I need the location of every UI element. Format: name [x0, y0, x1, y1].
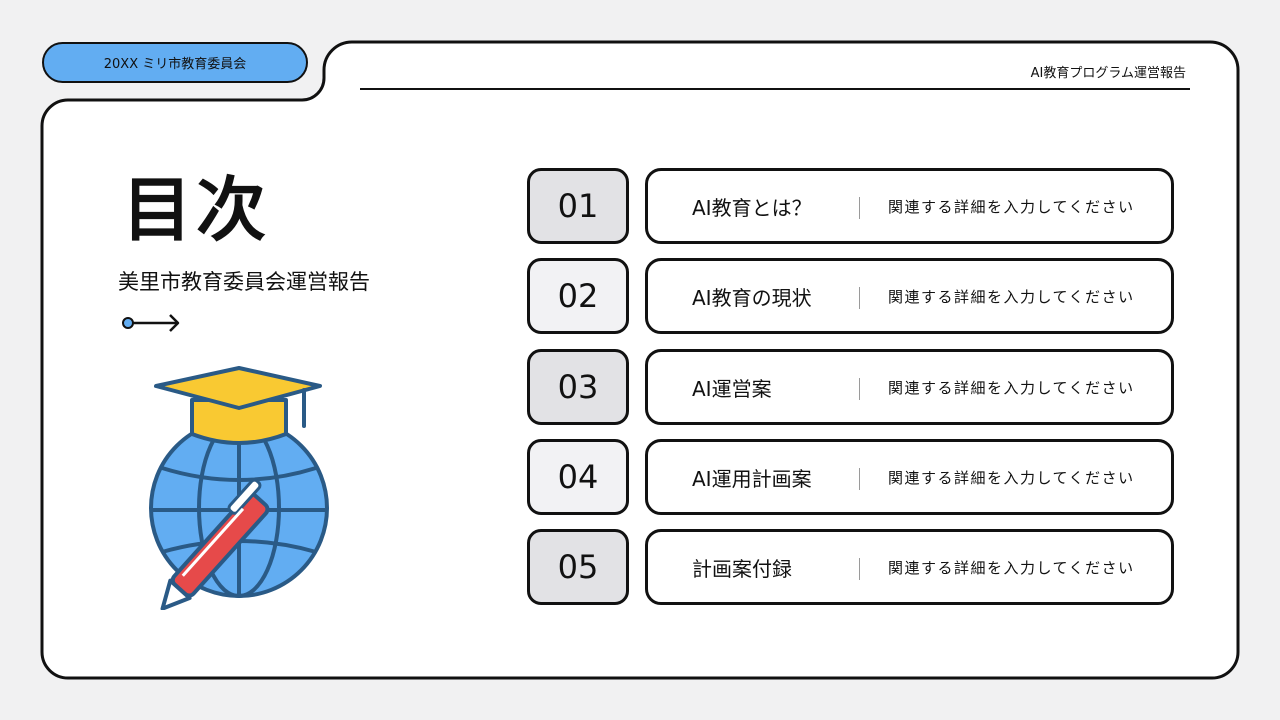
toc-item-label: AI運用計画案 — [692, 466, 812, 491]
toc-item-label: 計画案付録 — [692, 556, 792, 581]
document-title: AI教育プログラム運営報告 — [1030, 66, 1186, 81]
toc-divider — [859, 468, 860, 490]
toc-number: 02 — [527, 258, 629, 334]
toc-divider — [859, 378, 860, 400]
toc-item-label: AI教育の現状 — [692, 285, 812, 310]
toc-item[interactable]: AI教育とは？ 関連する詳細を入力してください — [645, 168, 1174, 244]
toc-number: 04 — [527, 439, 629, 515]
toc-divider — [859, 287, 860, 309]
toc-divider — [859, 197, 860, 219]
arrow-right-icon — [122, 314, 180, 332]
toc-row[interactable]: 05 計画案付録 関連する詳細を入力してください — [527, 529, 1174, 605]
page-title: 目次 — [122, 169, 270, 251]
header-divider — [360, 88, 1190, 90]
toc-item-detail: 関連する詳細を入力してください — [888, 197, 1135, 216]
toc-item-detail: 関連する詳細を入力してください — [888, 378, 1135, 397]
toc-item-detail: 関連する詳細を入力してください — [888, 558, 1135, 577]
toc-item[interactable]: AI運営案 関連する詳細を入力してください — [645, 349, 1174, 425]
toc-row[interactable]: 03 AI運営案 関連する詳細を入力してください — [527, 349, 1174, 425]
toc-number: 03 — [527, 349, 629, 425]
toc-item[interactable]: AI教育の現状 関連する詳細を入力してください — [645, 258, 1174, 334]
toc-item[interactable]: AI運用計画案 関連する詳細を入力してください — [645, 439, 1174, 515]
organization-tag: 20XX ミリ市教育委員会 — [42, 42, 308, 83]
toc-item-label: AI運営案 — [692, 376, 772, 401]
toc-number: 05 — [527, 529, 629, 605]
toc-item-label: AI教育とは？ — [692, 195, 812, 220]
toc-row[interactable]: 04 AI運用計画案 関連する詳細を入力してください — [527, 439, 1174, 515]
toc-item-detail: 関連する詳細を入力してください — [888, 468, 1135, 487]
toc-item[interactable]: 計画案付録 関連する詳細を入力してください — [645, 529, 1174, 605]
page-subtitle: 美里市教育委員会運営報告 — [118, 270, 370, 294]
toc-row[interactable]: 02 AI教育の現状 関連する詳細を入力してください — [527, 258, 1174, 334]
toc-divider — [859, 558, 860, 580]
toc-row[interactable]: 01 AI教育とは？ 関連する詳細を入力してください — [527, 168, 1174, 244]
graduation-globe-pen-icon — [149, 366, 329, 610]
toc-number: 01 — [527, 168, 629, 244]
toc-item-detail: 関連する詳細を入力してください — [888, 287, 1135, 306]
